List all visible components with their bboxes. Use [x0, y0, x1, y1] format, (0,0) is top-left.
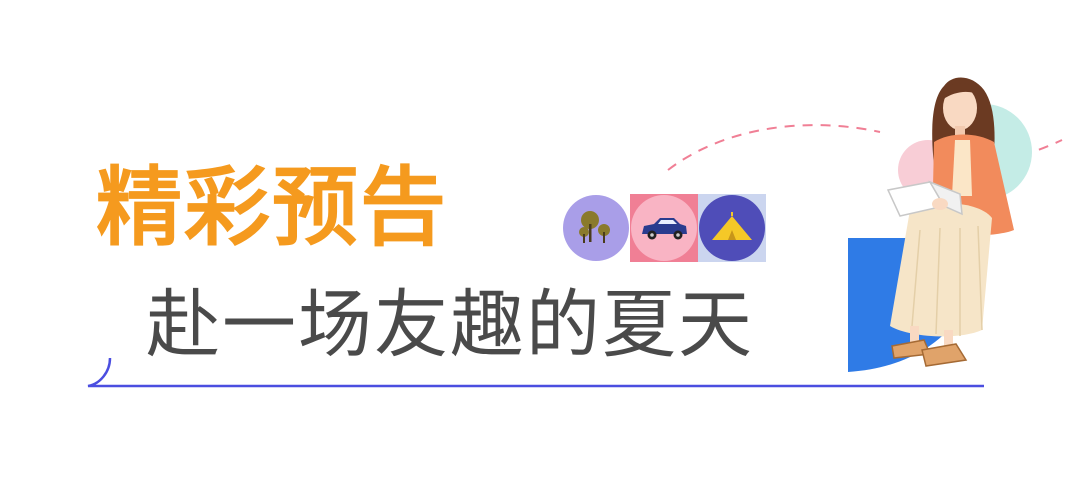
banner-subtitle: 赴一场友趣的夏天 [146, 282, 754, 368]
banner-title: 精彩预告 [96, 157, 448, 258]
car-icon [630, 194, 698, 262]
tent-icon [698, 194, 766, 262]
trees-icon [562, 194, 630, 262]
